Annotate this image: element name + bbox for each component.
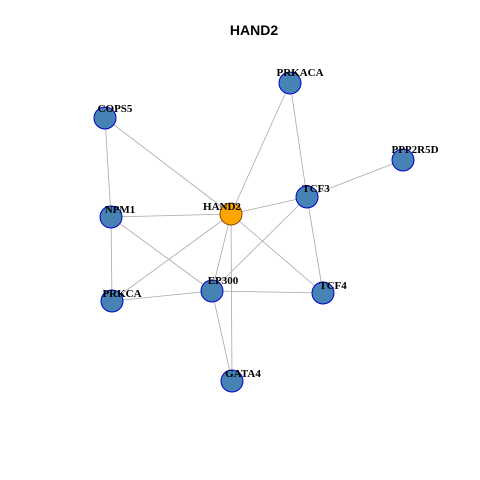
edge-cops5-npm1	[104, 117, 112, 218]
node-gata4	[220, 369, 244, 393]
edge-layer	[104, 82, 404, 382]
node-label-npm1: NPM1	[105, 204, 136, 216]
node-label-prkaca: PRKACA	[276, 67, 323, 79]
node-label-tcf4: TCF4	[319, 280, 347, 292]
node-prkaca	[278, 71, 302, 95]
edge-prkaca-tcf3	[289, 82, 308, 198]
edge-tcf3-hand2	[230, 196, 308, 215]
edge-ep300-gata4	[211, 290, 233, 382]
node-ppp2r5d	[391, 148, 415, 172]
node-npm1	[99, 205, 123, 229]
node-label-prkca: PRKCA	[102, 288, 141, 300]
edge-npm1-ep300	[110, 216, 213, 292]
node-layer	[93, 71, 415, 393]
node-hand2	[219, 202, 243, 226]
edge-prkaca-hand2	[230, 82, 291, 215]
node-ep300	[200, 279, 224, 303]
edge-ep300-prkca	[111, 290, 213, 302]
node-prkca	[100, 289, 124, 313]
node-tcf3	[295, 185, 319, 209]
edge-cops5-hand2	[104, 117, 232, 215]
edge-ppp2r5d-tcf3	[306, 159, 404, 198]
edge-tcf3-ep300	[211, 196, 308, 292]
edge-tcf3-tcf4	[306, 196, 324, 294]
node-label-tcf3: TCF3	[302, 183, 330, 195]
node-label-cops5: COPS5	[98, 103, 133, 115]
edge-hand2-tcf4	[230, 213, 324, 294]
node-tcf4	[311, 281, 335, 305]
node-label-hand2: HAND2	[203, 201, 241, 213]
edge-npm1-prkca	[110, 216, 113, 302]
edge-hand2-ep300	[211, 213, 232, 292]
node-label-gata4: GATA4	[225, 368, 261, 380]
node-label-ep300: EP300	[208, 275, 239, 287]
node-label-ppp2r5d: PPP2R5D	[391, 144, 438, 156]
edge-hand2-prkca	[111, 213, 232, 302]
node-cops5	[93, 106, 117, 130]
edge-hand2-gata4	[230, 213, 233, 382]
graph-title: HAND2	[230, 22, 278, 38]
edge-ep300-tcf4	[211, 290, 324, 294]
edge-npm1-hand2	[110, 213, 232, 218]
